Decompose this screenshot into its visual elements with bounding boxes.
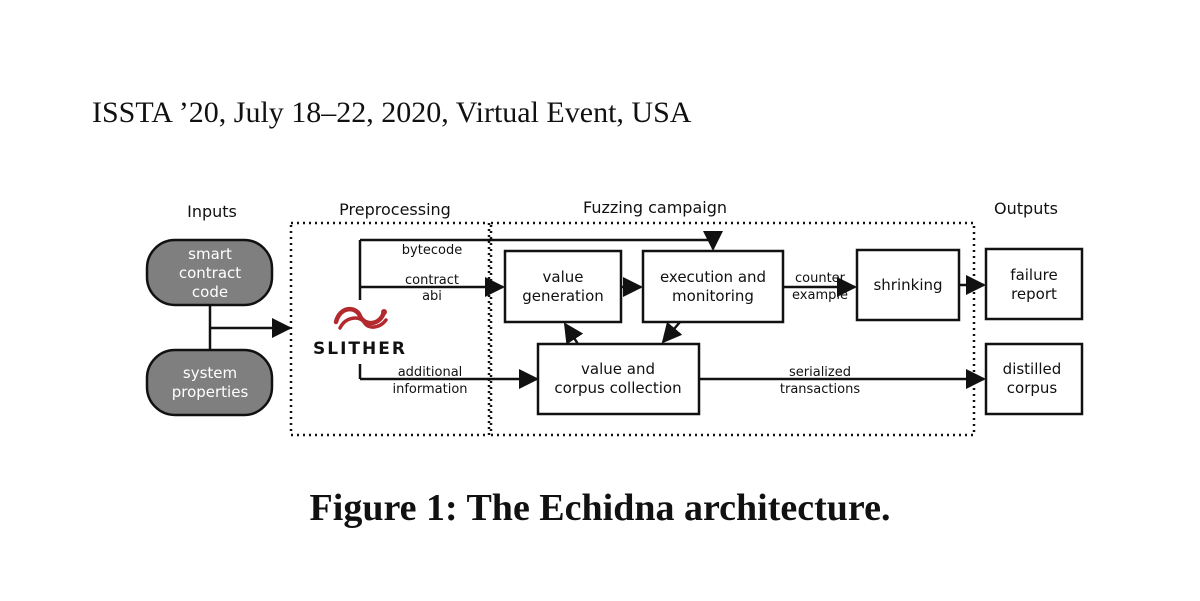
failure-report-line2: report [1011,285,1057,303]
edge-label-transactions: transactions [780,382,860,397]
page-header: ISSTA ’20, July 18–22, 2020, Virtual Eve… [92,96,692,129]
section-fuzzing-label: Fuzzing campaign [583,198,727,217]
node-value-generation [503,249,623,324]
section-outputs-label: Outputs [994,199,1058,218]
section-preprocessing-label: Preprocessing [339,200,451,219]
distilled-corpus-line1: distilled [1003,360,1062,378]
fuzzing-region [489,221,976,437]
slither-logo-icon [333,307,388,330]
system-properties-line1: system [183,364,237,382]
smart-contract-code-line1: smart [188,245,232,263]
edge-label-example: example [792,288,848,303]
slither-logo-text: SLITHER [313,339,407,359]
shrinking-label: shrinking [873,276,942,294]
corpus-collection-line2: corpus collection [554,379,681,397]
edge-label-bytecode: bytecode [402,243,462,258]
value-generation-line1: value [543,268,584,286]
corpus-collection-line1: value and [581,360,655,378]
edge-label-contract: contract [405,273,459,288]
execution-monitoring-line1: execution and [660,268,766,286]
edge-label-information: information [392,382,467,397]
distilled-corpus-line2: corpus [1007,379,1058,397]
node-corpus-collection [536,342,701,416]
node-distilled-corpus [984,342,1084,416]
edge-label-serialized: serialized [789,365,851,380]
smart-contract-code-line3: code [192,283,228,301]
corpus-to-generation-arrow [563,322,584,345]
system-properties-line2: properties [172,383,249,401]
section-inputs-label: Inputs [187,202,237,221]
node-shrinking [855,248,961,322]
execution-to-corpus-arrow [661,321,683,344]
execution-monitoring-line2: monitoring [672,287,754,305]
edge-label-counter: counter [795,271,846,286]
node-failure-report [984,247,1084,321]
edge-label-abi: abi [422,289,442,304]
value-generation-line2: generation [522,287,604,305]
failure-report-line1: failure [1010,266,1057,284]
smart-contract-code-line2: contract [179,264,241,282]
node-execution-monitoring [641,249,785,324]
edge-label-additional: additional [398,365,463,380]
figure-caption: Figure 1: The Echidna architecture. [309,487,891,529]
